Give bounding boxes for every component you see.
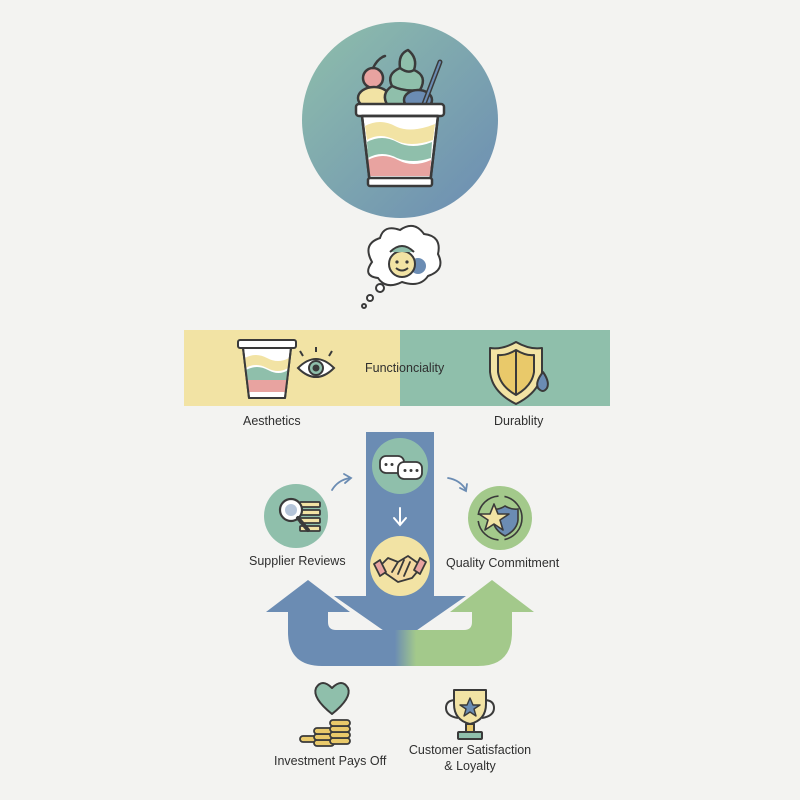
eye-icon bbox=[296, 347, 336, 378]
coins-icon bbox=[299, 719, 351, 747]
quality-commitment-label: Quality Commitment bbox=[446, 556, 560, 570]
cup-icon bbox=[237, 339, 297, 399]
hero-circle bbox=[302, 22, 498, 218]
investment-label: Investment Pays Off bbox=[274, 754, 387, 768]
customer-satisfaction-line2: & Loyalty bbox=[444, 759, 496, 773]
thought-bubble-face-icon bbox=[361, 224, 442, 309]
customer-satisfaction-label: Customer Satisfaction & Loyalty bbox=[409, 742, 531, 774]
trophy-icon bbox=[445, 689, 495, 740]
inner-down-arrow bbox=[393, 507, 407, 527]
u-flow-arrow bbox=[266, 580, 534, 666]
customer-satisfaction-line1: Customer Satisfaction bbox=[408, 743, 532, 757]
functionality-label: Functionciality bbox=[365, 361, 445, 375]
heart-icon bbox=[314, 682, 350, 715]
parfait-cup-icon bbox=[354, 48, 446, 188]
shield-icon bbox=[489, 341, 549, 405]
durability-label: Durablity bbox=[494, 414, 544, 428]
magnifier-list-icon bbox=[264, 484, 328, 548]
star-shield-icon bbox=[468, 486, 532, 550]
chat-bubbles-icon bbox=[372, 438, 428, 494]
left-curved-arrow bbox=[331, 473, 353, 491]
aesthetics-label: Aesthetics bbox=[243, 414, 301, 428]
supplier-reviews-label: Supplier Reviews bbox=[249, 554, 346, 568]
right-curved-arrow bbox=[447, 477, 468, 493]
handshake-icon bbox=[370, 536, 430, 596]
